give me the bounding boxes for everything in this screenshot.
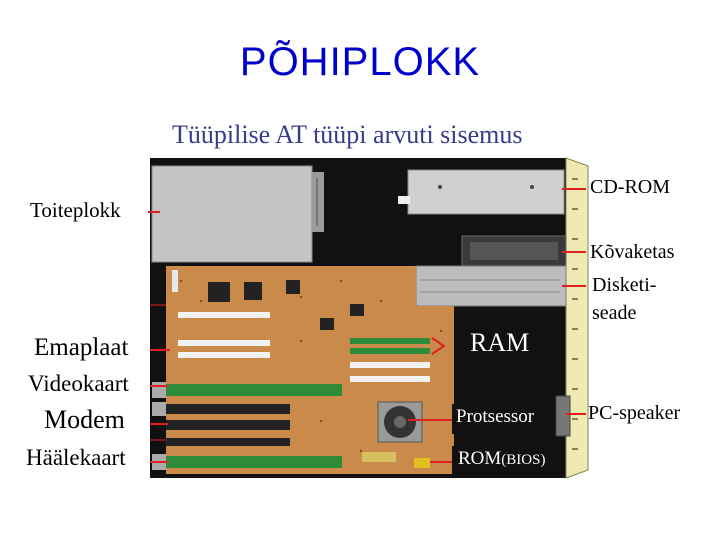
cpu-fan xyxy=(377,401,423,443)
label-ram: RAM xyxy=(470,328,530,357)
pc-speaker xyxy=(555,395,571,437)
label-kovaketas: Kõvaketas xyxy=(590,241,675,263)
modem-card xyxy=(152,402,290,430)
side-panel-dots xyxy=(572,178,578,450)
label-emaplaat: Emaplaat xyxy=(34,334,129,361)
leader-dashes xyxy=(150,304,166,441)
side-panel xyxy=(565,157,589,479)
label-modem: Modem xyxy=(44,405,125,434)
label-pc-speaker: PC-speaker xyxy=(588,402,681,424)
label-rom: ROM(BIOS) xyxy=(458,448,545,470)
label-disketiseade-line2: seade xyxy=(592,302,637,324)
power-supply xyxy=(151,165,324,263)
hard-disk xyxy=(461,235,567,267)
label-toiteplokk: Toiteplokk xyxy=(30,198,121,222)
rom-label-box xyxy=(452,446,560,474)
label-haalekaart: Häälekaart xyxy=(26,445,126,470)
cdrom-drive xyxy=(398,169,565,215)
protsessor-label-box xyxy=(452,404,546,434)
floppy-drive xyxy=(415,265,567,307)
leader-lines xyxy=(148,188,586,463)
video-card xyxy=(152,382,342,398)
ram-label-box xyxy=(456,330,554,362)
jumpers xyxy=(362,452,396,462)
rom-chip xyxy=(414,458,430,468)
ram-modules xyxy=(350,338,430,382)
label-bios-text: (BIOS) xyxy=(501,452,546,468)
label-disketiseade-line1: Disketi- xyxy=(592,274,657,296)
label-protsessor: Protsessor xyxy=(456,406,535,427)
label-rom-text: ROM xyxy=(458,448,502,469)
label-videokaart: Videokaart xyxy=(28,371,129,396)
diagram-title: Tüüpilise AT tüüpi arvuti sisemus xyxy=(172,120,523,149)
label-cdrom: CD-ROM xyxy=(590,176,671,198)
sound-card xyxy=(152,438,342,470)
slide-title: PÕHIPLOKK xyxy=(239,40,481,84)
